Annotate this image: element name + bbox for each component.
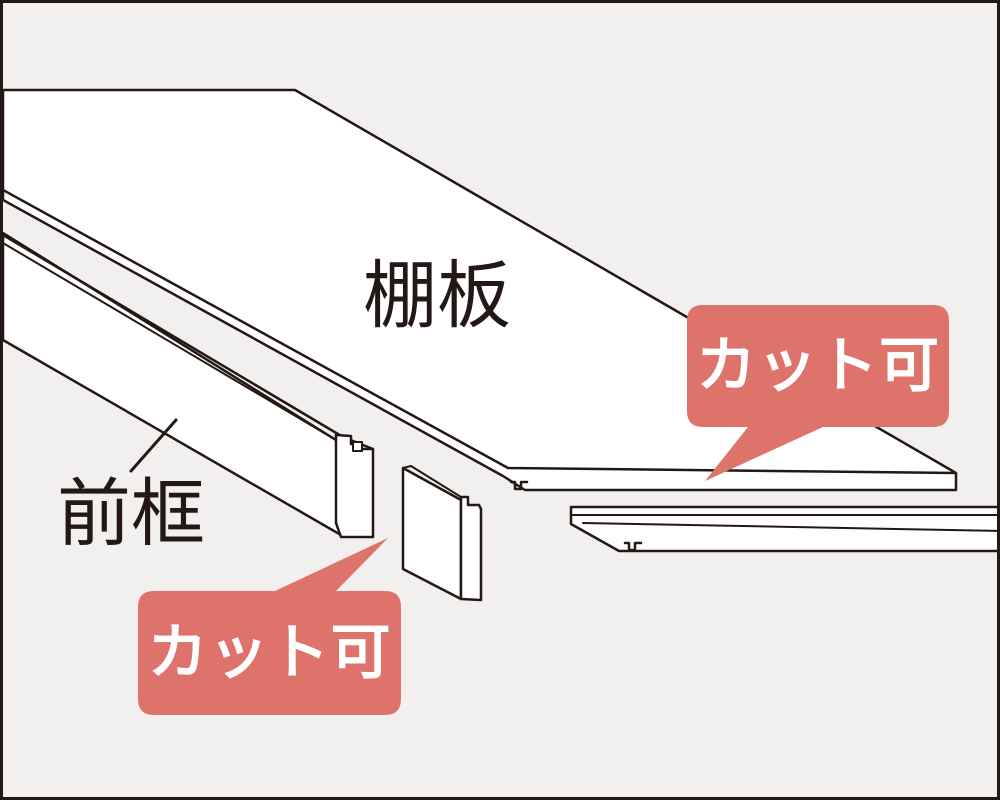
callout-bubble-frame bbox=[138, 538, 401, 715]
front-frame bbox=[3, 231, 375, 539]
shelf-cut-piece-edge-2 bbox=[582, 522, 997, 532]
front-frame-label: 前框 bbox=[57, 471, 205, 557]
shelf-cut-piece-body bbox=[569, 505, 997, 553]
front-frame-cut-piece-top bbox=[402, 465, 412, 469]
front-frame-end bbox=[334, 433, 375, 539]
front-frame-cut-piece-top-2 bbox=[410, 465, 462, 498]
front-frame-slot bbox=[352, 441, 363, 452]
front-frame-cut-piece bbox=[401, 465, 483, 602]
callout-frame-cuttable: カット可 bbox=[147, 618, 392, 688]
front-frame-lip-line bbox=[3, 242, 342, 444]
shelf-board-edge-line bbox=[3, 188, 958, 475]
shelf-board-label: 棚板 bbox=[363, 253, 511, 339]
shelf-board-notch bbox=[509, 480, 529, 491]
shelf-cut-piece-notch bbox=[623, 541, 643, 552]
shelf-assembly-illustration bbox=[3, 88, 997, 715]
callout-shelf-cuttable: カット可 bbox=[696, 331, 940, 401]
front-frame-cut-piece-face bbox=[401, 466, 463, 601]
callout-bubble-shelf bbox=[687, 305, 949, 481]
front-frame-leader-line bbox=[129, 418, 178, 473]
front-frame-cut-piece-end bbox=[459, 495, 483, 602]
shelf-cut-piece bbox=[569, 505, 997, 553]
